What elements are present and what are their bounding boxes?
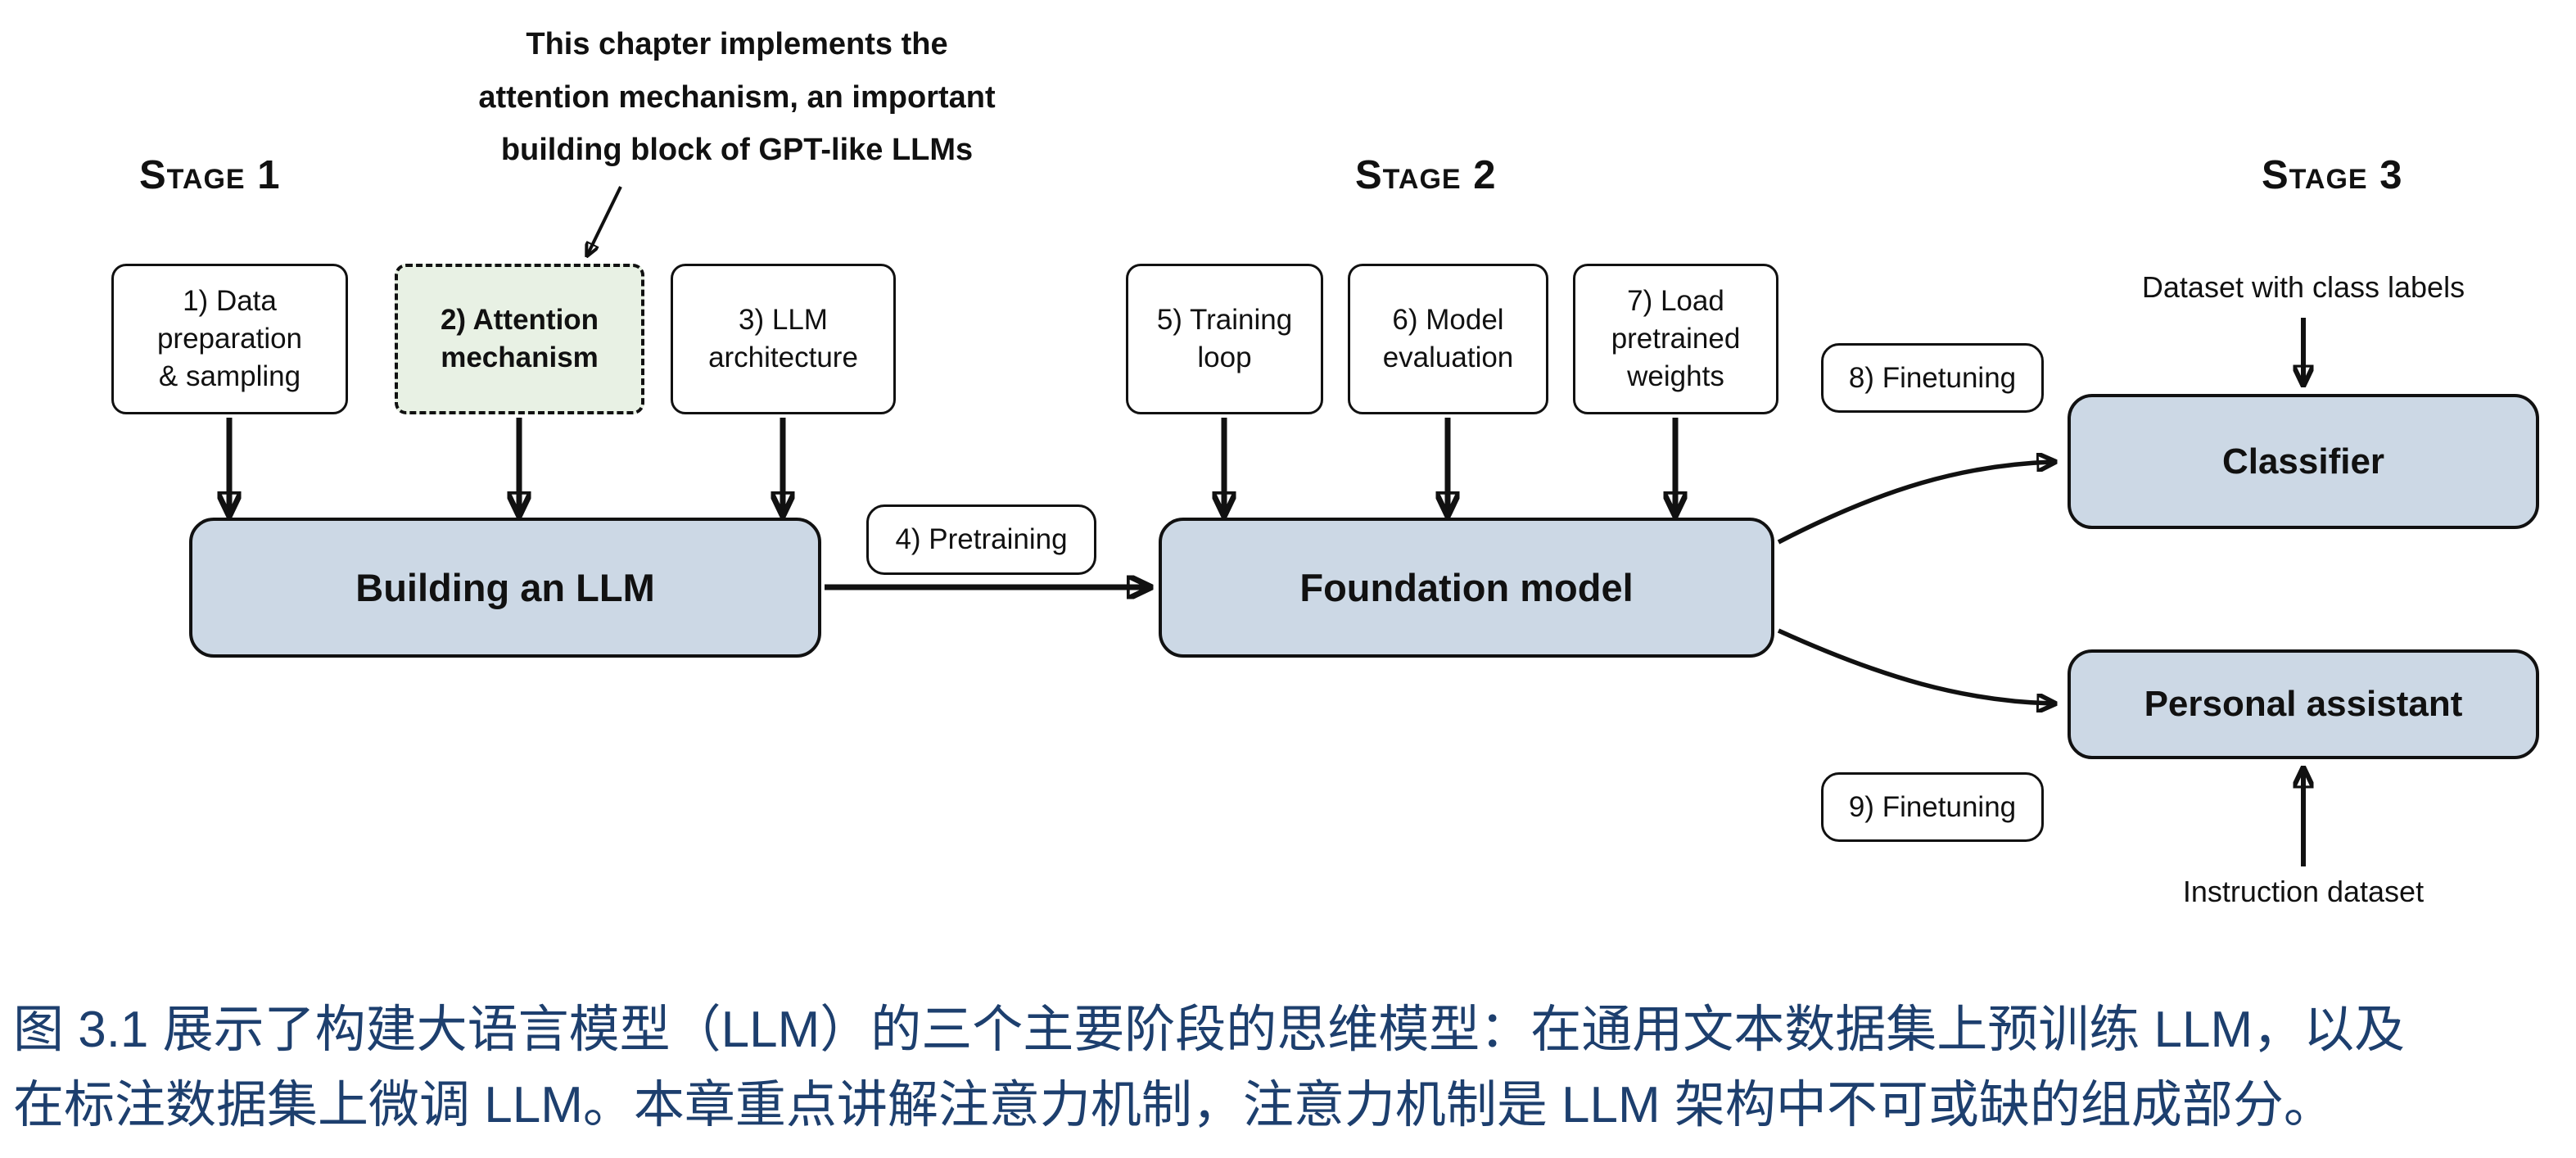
personal-assistant-box: Personal assistant <box>2068 649 2539 759</box>
step-3-llm-architecture-box: 3) LLM architecture <box>671 264 896 414</box>
arrow-finetuning-to-personal-assistant <box>1777 628 2052 703</box>
classifier-box: Classifier <box>2068 394 2539 529</box>
foundation-model-box: Foundation model <box>1159 518 1774 658</box>
stage-1-heading: Stage 1 <box>139 153 281 197</box>
annotation-arrow <box>588 186 622 254</box>
step-6-model-evaluation-box: 6) Model evaluation <box>1348 264 1548 414</box>
step-4-pretraining-label: 4) Pretraining <box>866 504 1096 575</box>
caption-line-1: 图 3.1 展示了构建大语言模型（LLM）的三个主要阶段的思维模型：在通用文本数… <box>13 1002 2406 1058</box>
step-1-data-preparation-box: 1) Data preparation & sampling <box>111 264 348 414</box>
figure-caption: 图 3.1 展示了构建大语言模型（LLM）的三个主要阶段的思维模型：在通用文本数… <box>13 993 2563 1143</box>
stage-2-heading: Stage 2 <box>1355 153 1497 197</box>
dataset-with-class-labels-text: Dataset with class labels <box>2141 270 2465 304</box>
stage-3-heading: Stage 3 <box>2262 153 2403 197</box>
arrow-finetuning-to-classifier <box>1777 462 2052 545</box>
caption-line-2: 在标注数据集上微调 LLM。本章重点讲解注意力机制，注意力机制是 LLM 架构中… <box>13 1077 2334 1133</box>
step-7-load-pretrained-weights-box: 7) Load pretrained weights <box>1573 264 1778 414</box>
annotation-note: This chapter implements the attention me… <box>478 27 996 168</box>
step-9-finetuning-label: 9) Finetuning <box>1821 772 2044 842</box>
step-8-finetuning-label: 8) Finetuning <box>1821 343 2044 413</box>
instruction-dataset-text: Instruction dataset <box>2182 875 2425 908</box>
step-5-training-loop-box: 5) Training loop <box>1126 264 1323 414</box>
step-2-attention-mechanism-box: 2) Attention mechanism <box>395 264 644 414</box>
building-an-llm-box: Building an LLM <box>189 518 821 658</box>
